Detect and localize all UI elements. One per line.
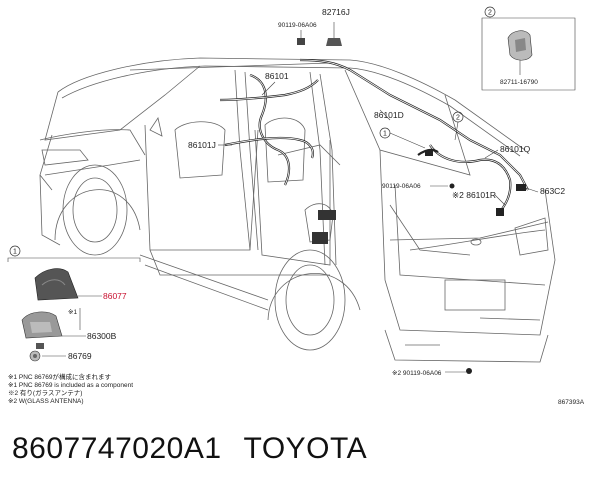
label-86769: 86769 <box>68 351 92 361</box>
note-2-jp: ※2 有り(ガラスアンテナ) <box>8 388 82 397</box>
vehicle-body <box>39 57 556 363</box>
note-2-en: ※2 W(GLASS ANTENNA) <box>8 398 84 405</box>
label-86101J: 86101J <box>188 140 216 150</box>
part-82711: 2 82711-16790 <box>481 6 576 91</box>
brand-name: TOYOTA <box>243 432 368 465</box>
bolt-90119-top: 90119-06A06 <box>278 22 317 45</box>
label-86101Q: 86101Q <box>500 144 531 154</box>
label-90119-mid: 90119-06A06 <box>382 183 421 190</box>
circle-2-mid: 2 <box>456 115 460 122</box>
label-863C2: 863C2 <box>540 186 565 196</box>
circle-1-mid: 1 <box>383 131 387 138</box>
part-number: 8607747020A1 <box>12 432 222 465</box>
caption: 8607747020A1 TOYOTA <box>12 432 367 466</box>
diagram-code: 867393A <box>558 399 585 406</box>
note-1-jp: ※1 PNC 86769が構成に含まれます <box>8 372 111 381</box>
notes: ※1 PNC 86769が構成に含まれます ※1 PNC 86769 is in… <box>8 372 133 405</box>
label-2-90119: ※2 90119-06A06 <box>392 370 442 377</box>
label-90119-top: 90119-06A06 <box>278 22 317 29</box>
label-86101D: 86101D <box>374 110 404 120</box>
antenna-inset: 1 86077 ※1 86300B 86769 <box>7 245 141 362</box>
label-86101R: ※2 86101R <box>452 190 496 200</box>
label-86077: 86077 <box>103 291 127 301</box>
circle-1-left: 1 <box>13 249 17 256</box>
note-star1: ※1 <box>68 309 77 316</box>
wire-harness <box>219 58 529 374</box>
note-1-en: ※1 PNC 86769 is included as a component <box>8 382 133 389</box>
label-86300B: 86300B <box>87 331 117 341</box>
circle-2-top: 2 <box>488 10 492 17</box>
label-82716J: 82716J <box>322 7 350 17</box>
clamp-82716J: 82716J <box>322 7 350 46</box>
label-82711: 82711-16790 <box>500 79 538 86</box>
label-86101-top: 86101 <box>265 71 289 81</box>
parts-diagram: 82716J 90119-06A06 2 82711-16790 86101 8… <box>7 6 585 406</box>
